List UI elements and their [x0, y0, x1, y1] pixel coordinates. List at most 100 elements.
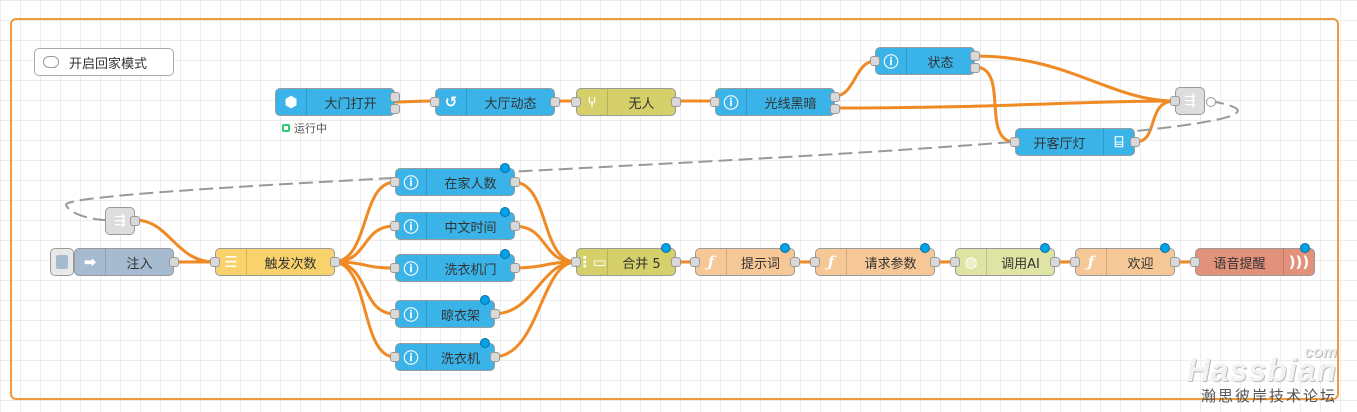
arrow-right-icon: ➡: [75, 249, 106, 275]
info-icon: ⓘ: [876, 48, 907, 74]
node-label: 洗衣机门: [444, 262, 497, 278]
input-port[interactable]: [710, 97, 720, 107]
output-port[interactable]: [510, 221, 520, 231]
output-port[interactable]: [490, 309, 500, 319]
output-port[interactable]: [330, 257, 340, 267]
output-port[interactable]: [510, 263, 520, 273]
output-port[interactable]: [970, 51, 980, 61]
input-port[interactable]: [690, 257, 700, 267]
input-port[interactable]: [390, 352, 400, 362]
input-port[interactable]: [210, 257, 220, 267]
node-label: 合并 5: [622, 256, 661, 272]
output-port[interactable]: [390, 104, 400, 114]
comment-label: 开启回家模式: [69, 56, 148, 72]
output-port[interactable]: [1130, 137, 1140, 147]
info-icon: ⓘ: [396, 169, 427, 195]
node-label: 提示词: [740, 256, 780, 272]
input-port[interactable]: [1010, 137, 1020, 147]
node-trigger-count[interactable]: ☰ 触发次数: [210, 248, 340, 276]
input-port[interactable]: [870, 56, 880, 66]
changed-indicator-dot: [1160, 243, 1170, 253]
node-request-params[interactable]: ƒ 请求参数: [810, 243, 940, 276]
watermark-tagline: 瀚思彼岸技术论坛: [1200, 387, 1337, 405]
node-label: 大厅动态: [484, 96, 537, 112]
node-hall-motion[interactable]: ↺ 大厅动态: [430, 88, 560, 116]
input-port[interactable]: [390, 263, 400, 273]
input-port[interactable]: [571, 97, 581, 107]
node-welcome[interactable]: ƒ 欢迎: [1070, 243, 1180, 276]
link-out-node[interactable]: ⇶: [1170, 87, 1205, 115]
inject-trigger-button[interactable]: [50, 248, 74, 276]
node-inject[interactable]: ➡ 注入: [74, 248, 179, 276]
node-washer-door[interactable]: ⓘ 洗衣机门: [390, 249, 520, 282]
node-drying-rack[interactable]: ⓘ 晾衣架: [390, 295, 500, 328]
watermark: Hassbian com 瀚思彼岸技术论坛: [1186, 344, 1337, 406]
output-port[interactable]: [830, 92, 840, 102]
node-open-living-light[interactable]: 开客厅灯 ⌸: [1010, 128, 1140, 156]
output-port[interactable]: [970, 63, 980, 73]
status-indicator-icon: [282, 124, 290, 132]
watermark-brand: Hassbian: [1186, 352, 1337, 388]
info-icon: ⓘ: [716, 89, 747, 115]
output-port[interactable]: [510, 177, 520, 187]
output-port[interactable]: [1170, 257, 1180, 267]
node-label: 开客厅灯: [1033, 136, 1086, 152]
node-people-home[interactable]: ⓘ 在家人数: [390, 163, 520, 196]
output-port[interactable]: [671, 97, 681, 107]
input-port[interactable]: [1170, 96, 1180, 106]
globe-icon: ◍: [956, 249, 987, 275]
node-light-dark[interactable]: ⓘ 光线黑暗: [710, 88, 840, 116]
switch-icon: ⑂: [577, 89, 608, 115]
info-icon: ⓘ: [396, 213, 427, 239]
node-nobody[interactable]: ⑂ 无人: [571, 88, 681, 116]
output-port[interactable]: [671, 257, 681, 267]
output-port[interactable]: [1050, 257, 1060, 267]
history-icon: ↺: [436, 89, 467, 115]
node-label: 调用AI: [1001, 256, 1040, 272]
node-washer[interactable]: ⓘ 洗衣机: [390, 338, 500, 371]
counter-icon: ☰: [216, 249, 247, 275]
node-label: 请求参数: [864, 256, 917, 272]
function-icon: ƒ: [696, 249, 727, 275]
changed-indicator-dot: [500, 249, 510, 259]
input-port[interactable]: [390, 309, 400, 319]
node-merge[interactable]: ⋮▭ 合并 5: [571, 243, 681, 276]
output-port[interactable]: [490, 352, 500, 362]
input-port[interactable]: [810, 257, 820, 267]
link-in-node[interactable]: ⇶: [105, 207, 140, 235]
info-icon: ⓘ: [396, 255, 427, 281]
input-port[interactable]: [430, 97, 440, 107]
comment-node[interactable]: 开启回家模式: [34, 48, 174, 76]
node-prompt[interactable]: ƒ 提示词: [690, 243, 800, 276]
input-port[interactable]: [390, 177, 400, 187]
input-port[interactable]: [571, 257, 581, 267]
sound-wave-icon: ))): [1283, 249, 1314, 275]
link-out-connector: [1206, 97, 1216, 107]
node-state[interactable]: ⓘ 状态: [870, 47, 980, 75]
output-port[interactable]: [930, 257, 940, 267]
changed-indicator-dot: [661, 243, 671, 253]
node-chinese-time[interactable]: ⓘ 中文时间: [390, 207, 520, 240]
comment-bubble-icon: [43, 56, 59, 68]
info-icon: ⓘ: [396, 344, 427, 370]
output-port[interactable]: [390, 92, 400, 102]
output-port[interactable]: [169, 257, 179, 267]
node-label: 状态: [927, 55, 954, 71]
output-port[interactable]: [830, 104, 840, 114]
node-voice-remind[interactable]: 语音提醒 ))): [1190, 243, 1315, 276]
input-port[interactable]: [1070, 257, 1080, 267]
output-port[interactable]: [790, 257, 800, 267]
function-icon: ƒ: [816, 249, 847, 275]
router-icon: ⌸: [1103, 129, 1134, 155]
link-in-icon: ⇶: [114, 213, 126, 229]
output-port[interactable]: [130, 216, 140, 226]
input-port[interactable]: [950, 257, 960, 267]
node-status: 运行中: [282, 120, 327, 136]
input-port[interactable]: [390, 221, 400, 231]
input-port[interactable]: [1190, 257, 1200, 267]
function-icon: ƒ: [1076, 249, 1107, 275]
changed-indicator-dot: [500, 207, 510, 217]
output-port[interactable]: [550, 97, 560, 107]
node-call-ai[interactable]: ◍ 调用AI: [950, 243, 1060, 276]
node-door-open[interactable]: ⬢ 大门打开: [275, 88, 400, 116]
